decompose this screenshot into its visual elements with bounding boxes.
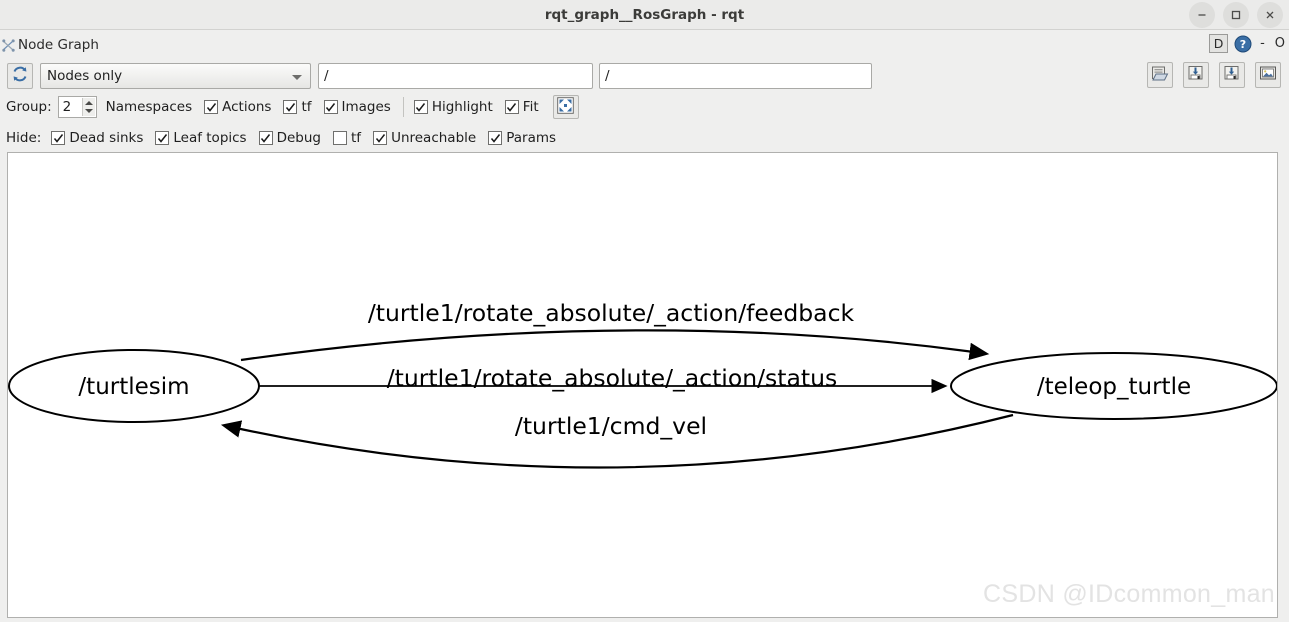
edge-path: [220, 413, 1014, 469]
window-titlebar: rqt_graph__RosGraph - rqt: [0, 0, 1289, 30]
checkbox-actions-label: Actions: [222, 99, 272, 115]
checkbox-unreachable[interactable]: Unreachable: [373, 130, 476, 146]
hide-label: Hide:: [6, 130, 42, 146]
graph-options-row-1: Group: 2 Namespaces Actions tf I: [6, 95, 579, 119]
checkbox-params-label: Params: [506, 130, 557, 146]
graph-edge-feedback[interactable]: /turtle1/rotate_absolute/_action/feedbac…: [240, 299, 990, 362]
checkbox-hide-tf[interactable]: tf: [333, 130, 361, 146]
save-dot-icon: [1187, 65, 1205, 85]
save-svg-icon: [1223, 65, 1241, 85]
checkbox-box[interactable]: [504, 100, 519, 114]
minimize-icon[interactable]: [1189, 2, 1215, 28]
svg-text:?: ?: [1240, 38, 1246, 51]
dock-header: Node Graph D ? - O: [0, 31, 1289, 59]
checkbox-leaf-topics-label: Leaf topics: [173, 130, 247, 146]
ros-graph-svg[interactable]: /turtle1/rotate_absolute/_action/feedbac…: [8, 153, 1277, 617]
dock-title-group: Node Graph: [0, 37, 99, 53]
dock-minimize-button[interactable]: -: [1260, 36, 1265, 51]
checkbox-highlight-label: Highlight: [431, 99, 493, 115]
checkbox-box[interactable]: [333, 131, 348, 145]
node-filter-input[interactable]: /: [599, 63, 872, 89]
checkbox-fit-label: Fit: [522, 99, 539, 115]
checkbox-dead-sinks[interactable]: Dead sinks: [51, 130, 143, 146]
dock-controls: D ? - O: [1209, 34, 1287, 53]
graph-toolbar: Nodes only / /: [0, 62, 1289, 92]
ros-graph-canvas[interactable]: /turtle1/rotate_absolute/_action/feedbac…: [7, 152, 1278, 618]
checkbox-images[interactable]: Images: [323, 99, 391, 115]
node-label-teleop-turtle: /teleop_turtle: [1037, 374, 1191, 400]
save-svg-button[interactable]: [1219, 62, 1245, 88]
graph-edge-cmd-vel[interactable]: /turtle1/cmd_vel: [220, 412, 1014, 469]
chevron-down-icon[interactable]: [84, 109, 93, 113]
watermark: CSDN @IDcommon_man: [983, 580, 1275, 608]
topic-filter-value: /: [324, 68, 329, 84]
dock-close-button[interactable]: O: [1274, 36, 1285, 51]
checkbox-debug-label: Debug: [276, 130, 322, 146]
node-filter-value: /: [605, 68, 610, 84]
checkbox-box[interactable]: [283, 100, 298, 114]
checkbox-box[interactable]: [51, 131, 66, 145]
checkbox-hide-tf-label: tf: [351, 130, 362, 146]
checkbox-box[interactable]: [323, 100, 338, 114]
edge-path: [240, 329, 990, 362]
checkbox-actions[interactable]: Actions: [204, 99, 271, 115]
edge-label-status: /turtle1/rotate_absolute/_action/status: [387, 364, 837, 392]
load-dot-button[interactable]: [1147, 62, 1173, 88]
checkbox-box[interactable]: [413, 100, 428, 114]
checkbox-tf[interactable]: tf: [283, 99, 312, 115]
graph-type-combo[interactable]: Nodes only: [40, 63, 311, 89]
checkbox-debug[interactable]: Debug: [258, 130, 322, 146]
edge-label-cmd-vel: /turtle1/cmd_vel: [515, 412, 707, 440]
graph-node-turtlesim[interactable]: /turtlesim: [8, 349, 260, 423]
node-graph-icon: [1, 38, 16, 53]
fit-in-view-icon: [557, 96, 574, 118]
toolbar-separator: [402, 97, 404, 117]
node-label-turtlesim: /turtlesim: [78, 374, 189, 400]
toolbar-action-buttons: [1147, 62, 1281, 88]
checkbox-highlight[interactable]: Highlight: [413, 99, 493, 115]
checkbox-tf-label: tf: [301, 99, 312, 115]
group-label: Group:: [6, 99, 52, 115]
namespaces-label[interactable]: Namespaces: [105, 99, 193, 115]
checkbox-box[interactable]: [258, 131, 273, 145]
save-image-icon: [1259, 65, 1277, 85]
refresh-button[interactable]: [7, 63, 33, 89]
help-icon[interactable]: ?: [1234, 35, 1252, 53]
chevron-down-icon: [292, 75, 302, 80]
checkbox-unreachable-label: Unreachable: [391, 130, 477, 146]
save-image-button[interactable]: [1255, 62, 1281, 88]
checkbox-fit[interactable]: Fit: [504, 99, 539, 115]
edge-label-feedback: /turtle1/rotate_absolute/_action/feedbac…: [368, 299, 855, 327]
checkbox-box[interactable]: [373, 131, 388, 145]
group-value: 2: [62, 99, 72, 115]
checkbox-images-label: Images: [341, 99, 391, 115]
window-controls: [1189, 0, 1283, 30]
close-icon[interactable]: [1257, 2, 1283, 28]
checkbox-box[interactable]: [204, 100, 219, 114]
fit-in-view-button[interactable]: [552, 95, 579, 119]
save-dot-button[interactable]: [1183, 62, 1209, 88]
node-ellipse[interactable]: [8, 349, 260, 423]
group-spinbox[interactable]: 2: [57, 96, 97, 118]
checkbox-dead-sinks-label: Dead sinks: [69, 130, 144, 146]
graph-type-value: Nodes only: [47, 68, 123, 84]
checkbox-params[interactable]: Params: [488, 130, 556, 146]
dock-detach-button[interactable]: D: [1209, 34, 1229, 53]
spinner-arrows-icon[interactable]: [81, 98, 95, 116]
topic-filter-input[interactable]: /: [318, 63, 593, 89]
maximize-icon[interactable]: [1223, 2, 1249, 28]
graph-edge-status[interactable]: /turtle1/rotate_absolute/_action/status: [259, 364, 948, 394]
checkbox-leaf-topics[interactable]: Leaf topics: [155, 130, 247, 146]
graph-options-row-2: Hide: Dead sinks Leaf topics Debug tf: [6, 127, 568, 149]
chevron-up-icon[interactable]: [84, 101, 93, 105]
checkbox-box[interactable]: [488, 131, 503, 145]
refresh-icon: [11, 65, 29, 87]
window-title: rqt_graph__RosGraph - rqt: [544, 6, 745, 23]
folder-open-icon: [1151, 65, 1169, 85]
checkbox-box[interactable]: [155, 131, 170, 145]
graph-node-teleop-turtle[interactable]: /teleop_turtle: [950, 352, 1277, 420]
dock-title-text: Node Graph: [18, 37, 99, 53]
node-ellipse[interactable]: [950, 352, 1277, 420]
